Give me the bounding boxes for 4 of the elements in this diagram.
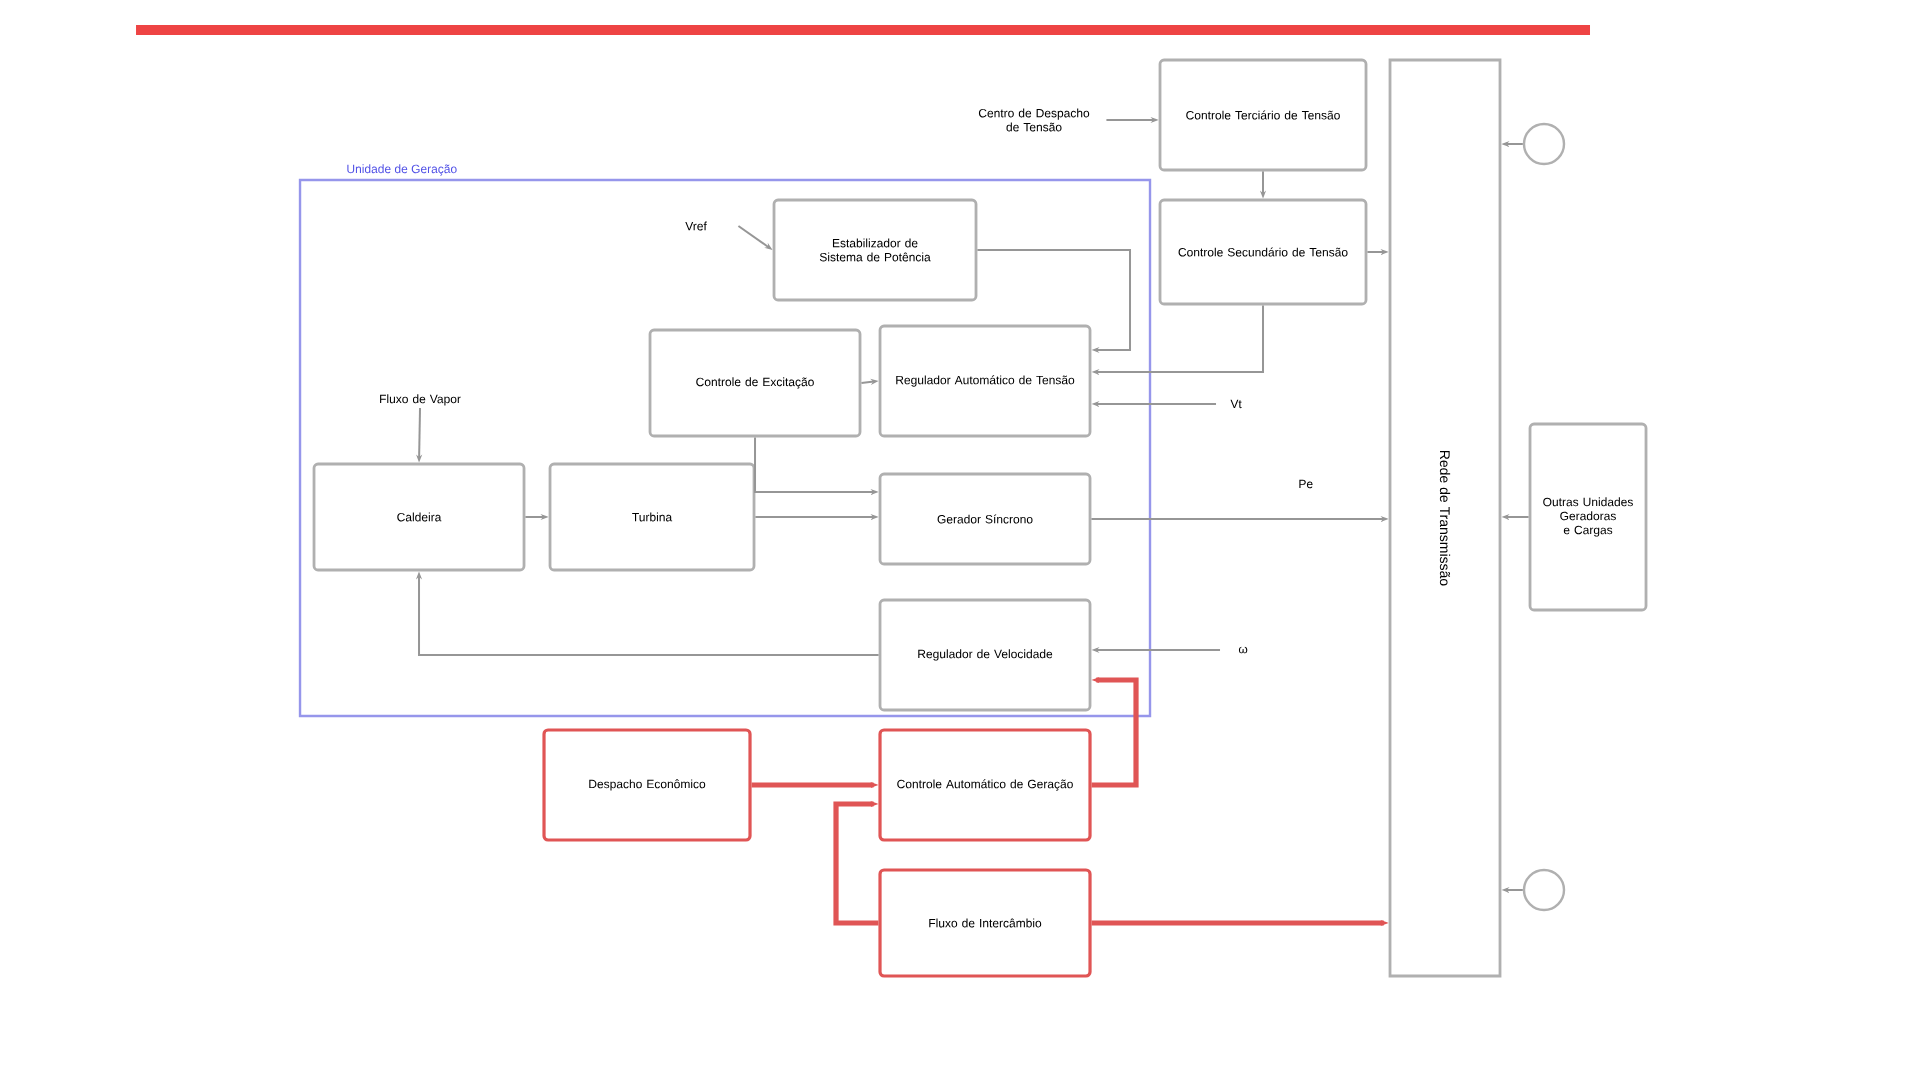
arrow xyxy=(833,800,879,926)
circle-symbol xyxy=(1522,122,1566,166)
circle-symbol xyxy=(1522,868,1566,912)
arrow xyxy=(976,249,1131,354)
